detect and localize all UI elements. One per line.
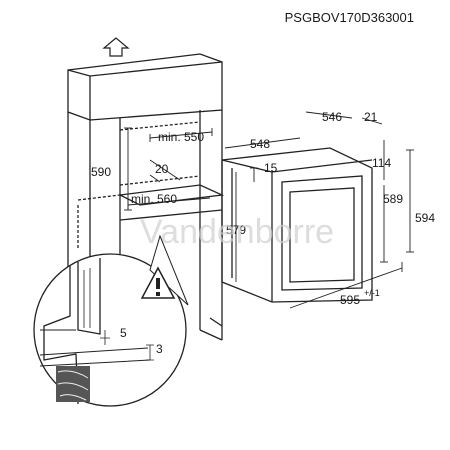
- dim-15: 15: [264, 161, 278, 175]
- watermark: Vandenborre: [140, 213, 334, 251]
- dim-579: 579: [226, 223, 246, 237]
- up-arrow-icon: [102, 37, 130, 57]
- dim-590: 590: [91, 165, 111, 179]
- cabinet-dim-lines: [124, 127, 213, 211]
- oven-outline: [221, 147, 373, 303]
- dim-548: 548: [250, 137, 270, 151]
- cabinet-outline: [67, 53, 225, 341]
- dim-546: 546: [322, 110, 342, 124]
- dim-595: 595: [340, 293, 360, 307]
- dim-21: 21: [364, 110, 378, 124]
- dim-589: 589: [383, 192, 403, 206]
- dim-20: 20: [155, 162, 169, 176]
- model-code: PSGBOV170D363001: [285, 10, 414, 25]
- dim-min-550: min. 550: [158, 130, 204, 144]
- detail-magnifier: [33, 234, 189, 407]
- warning-triangle-icon: [140, 266, 176, 299]
- dim-5: 5: [120, 326, 127, 340]
- dim-114: 114: [372, 156, 391, 170]
- dim-3: 3: [156, 342, 163, 356]
- dim-min-560: min. 560: [131, 192, 177, 206]
- oven-dim-lines: [224, 111, 414, 309]
- dim-595-tolerance: +/-1: [364, 288, 380, 298]
- dim-594: 594: [415, 211, 435, 225]
